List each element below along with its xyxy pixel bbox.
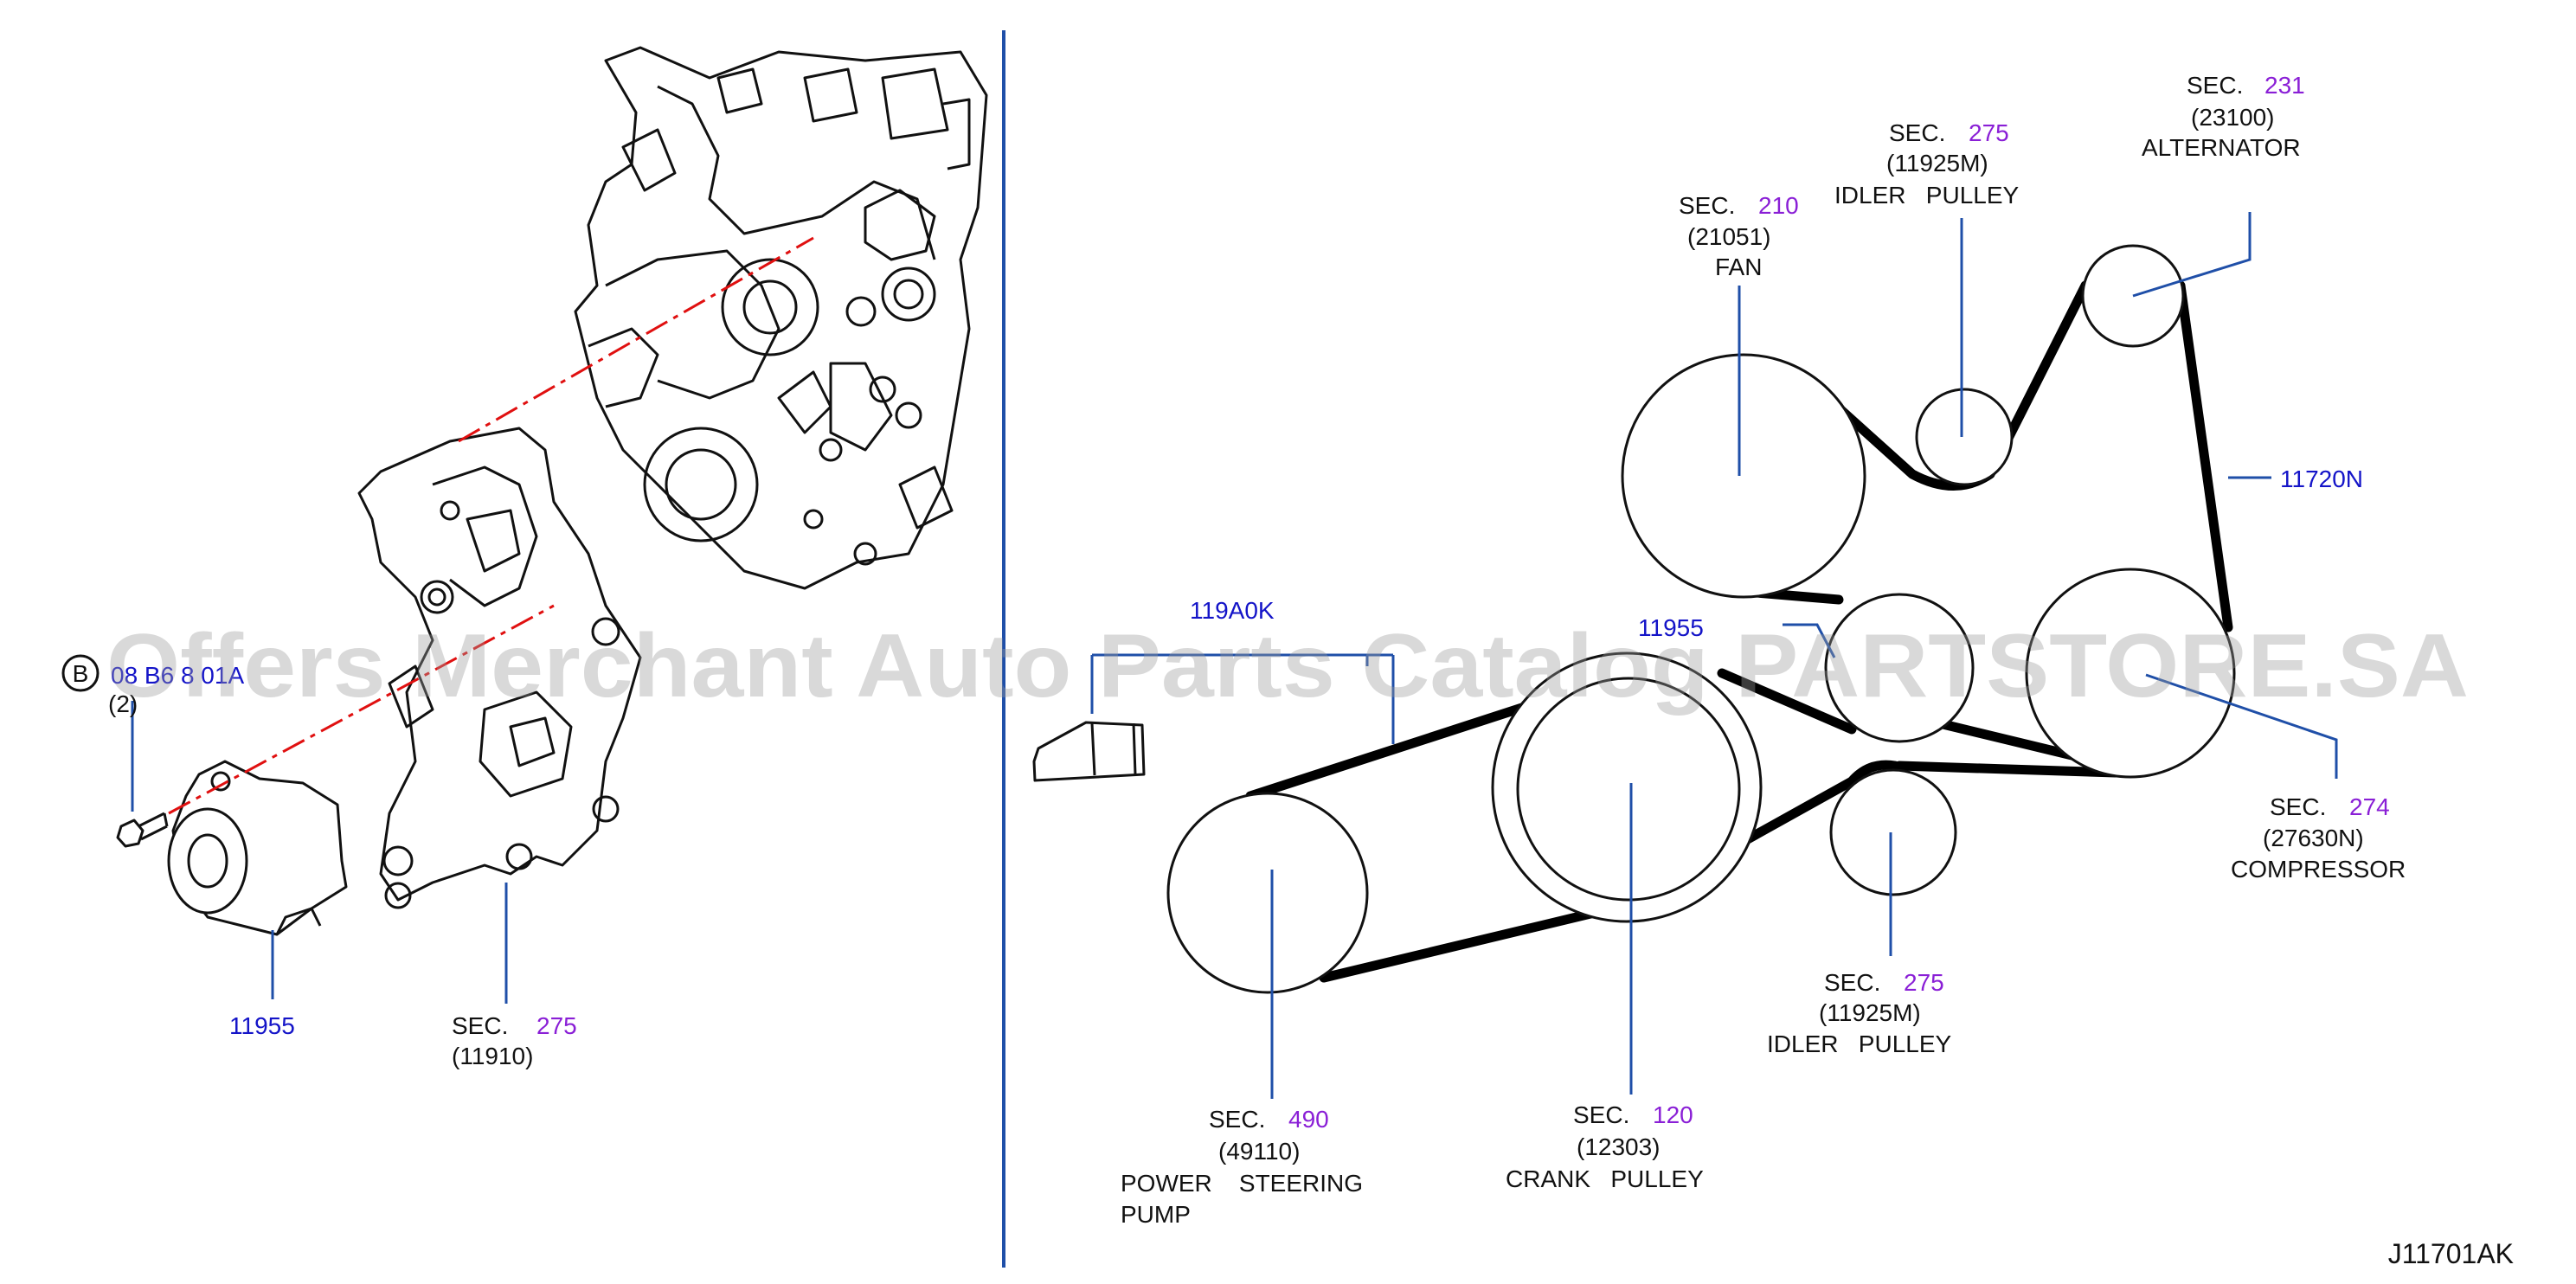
sec-label: SEC. [2187,72,2243,99]
part-name: POWER STEERING [1121,1170,1363,1197]
callout-b-icon [61,654,100,692]
bolt-icon [116,812,169,848]
sec-number: 274 [2349,793,2390,820]
sec-label: SEC. [1209,1106,1265,1133]
part-name: IDLER PULLEY [1767,1030,1952,1057]
belt-119A0K-part-number: 119A0K [1190,597,1275,624]
callout-letter: B [73,660,89,687]
part-code: (11925M) [1819,999,1921,1026]
sec-number: 275 [536,1012,577,1039]
sec-label: SEC. [1824,969,1880,996]
sec-number: 231 [2264,72,2305,99]
belt-section-icon [1032,721,1146,782]
diagram-code: J11701AK [2388,1238,2514,1269]
part-name-line2: PUMP [1121,1201,1191,1228]
part-name: IDLER PULLEY [1834,182,2020,209]
sec-number: 490 [1288,1106,1329,1133]
sec-label: SEC. [1889,119,1945,146]
sec-number: 210 [1758,192,1799,219]
part-name: COMPRESSOR [2231,856,2406,883]
power-steering-label: SEC. 490 (49110) POWER STEERING PUMP [1121,1106,1363,1228]
sec-number: 275 [1969,119,2009,146]
watermark: Offers Merchant Auto Parts Catalog PARTS… [106,616,2469,716]
bracket-label: SEC. 275 (11910) [452,1012,577,1069]
compressor-pulley [2025,568,2236,779]
alternator-label: SEC. 231 (23100) ALTERNATOR [2142,72,2305,161]
idler-top-label: SEC. 275 (11925M) IDLER PULLEY [1834,119,2020,209]
sec-label: SEC. [2270,793,2326,820]
part-code: (12303) [1577,1133,1661,1160]
tensioner-part-number-left: 11955 [229,1012,295,1039]
tensioner-pulley [1824,593,1975,743]
bolt-callout: B 08 B6 8 01A (2) [61,654,244,717]
sec-number: 275 [1904,969,1944,996]
fan-pulley [1621,353,1866,599]
part-code: (11910) [452,1043,533,1069]
part-code: (21051) [1687,223,1771,250]
sec-label: SEC. [1573,1101,1629,1128]
crank-pulley-inner [1516,677,1741,902]
bracket-illustration [357,427,642,909]
part-code: (23100) [2191,104,2275,131]
engine-block-illustration [574,46,988,590]
part-code: (11925M) [1886,150,1988,177]
fan-label: SEC. 210 (21051) FAN [1679,192,1799,280]
part-name: ALTERNATOR [2142,134,2301,161]
bolt-quantity: (2) [108,690,138,717]
part-code: (49110) [1218,1138,1300,1165]
bolt-part-number: 08 B6 8 01A [111,662,244,689]
leader-lines [131,212,2338,1099]
idler-pulley-bottom [1829,768,1957,896]
sec-label: SEC. [1679,192,1735,219]
sec-label: SEC. [452,1012,508,1039]
part-code: (27630N) [2263,825,2364,851]
part-name: FAN [1715,254,1762,280]
part-name: CRANK PULLEY [1506,1165,1704,1192]
compressor-label: SEC. 274 (27630N) COMPRESSOR [2231,793,2406,883]
tensioner-illustration [167,760,348,936]
sec-number: 120 [1653,1101,1693,1128]
crank-label: SEC. 120 (12303) CRANK PULLEY [1506,1101,1704,1192]
belt-11720N-part-number: 11720N [2280,465,2363,492]
alignment-guide-lines [168,236,814,815]
idler-pulley-top [1915,388,2014,486]
tensioner-part-number-right: 11955 [1638,614,1704,641]
idler-bottom-label: SEC. 275 (11925M) IDLER PULLEY [1767,969,1952,1057]
power-steering-pulley [1166,792,1369,994]
